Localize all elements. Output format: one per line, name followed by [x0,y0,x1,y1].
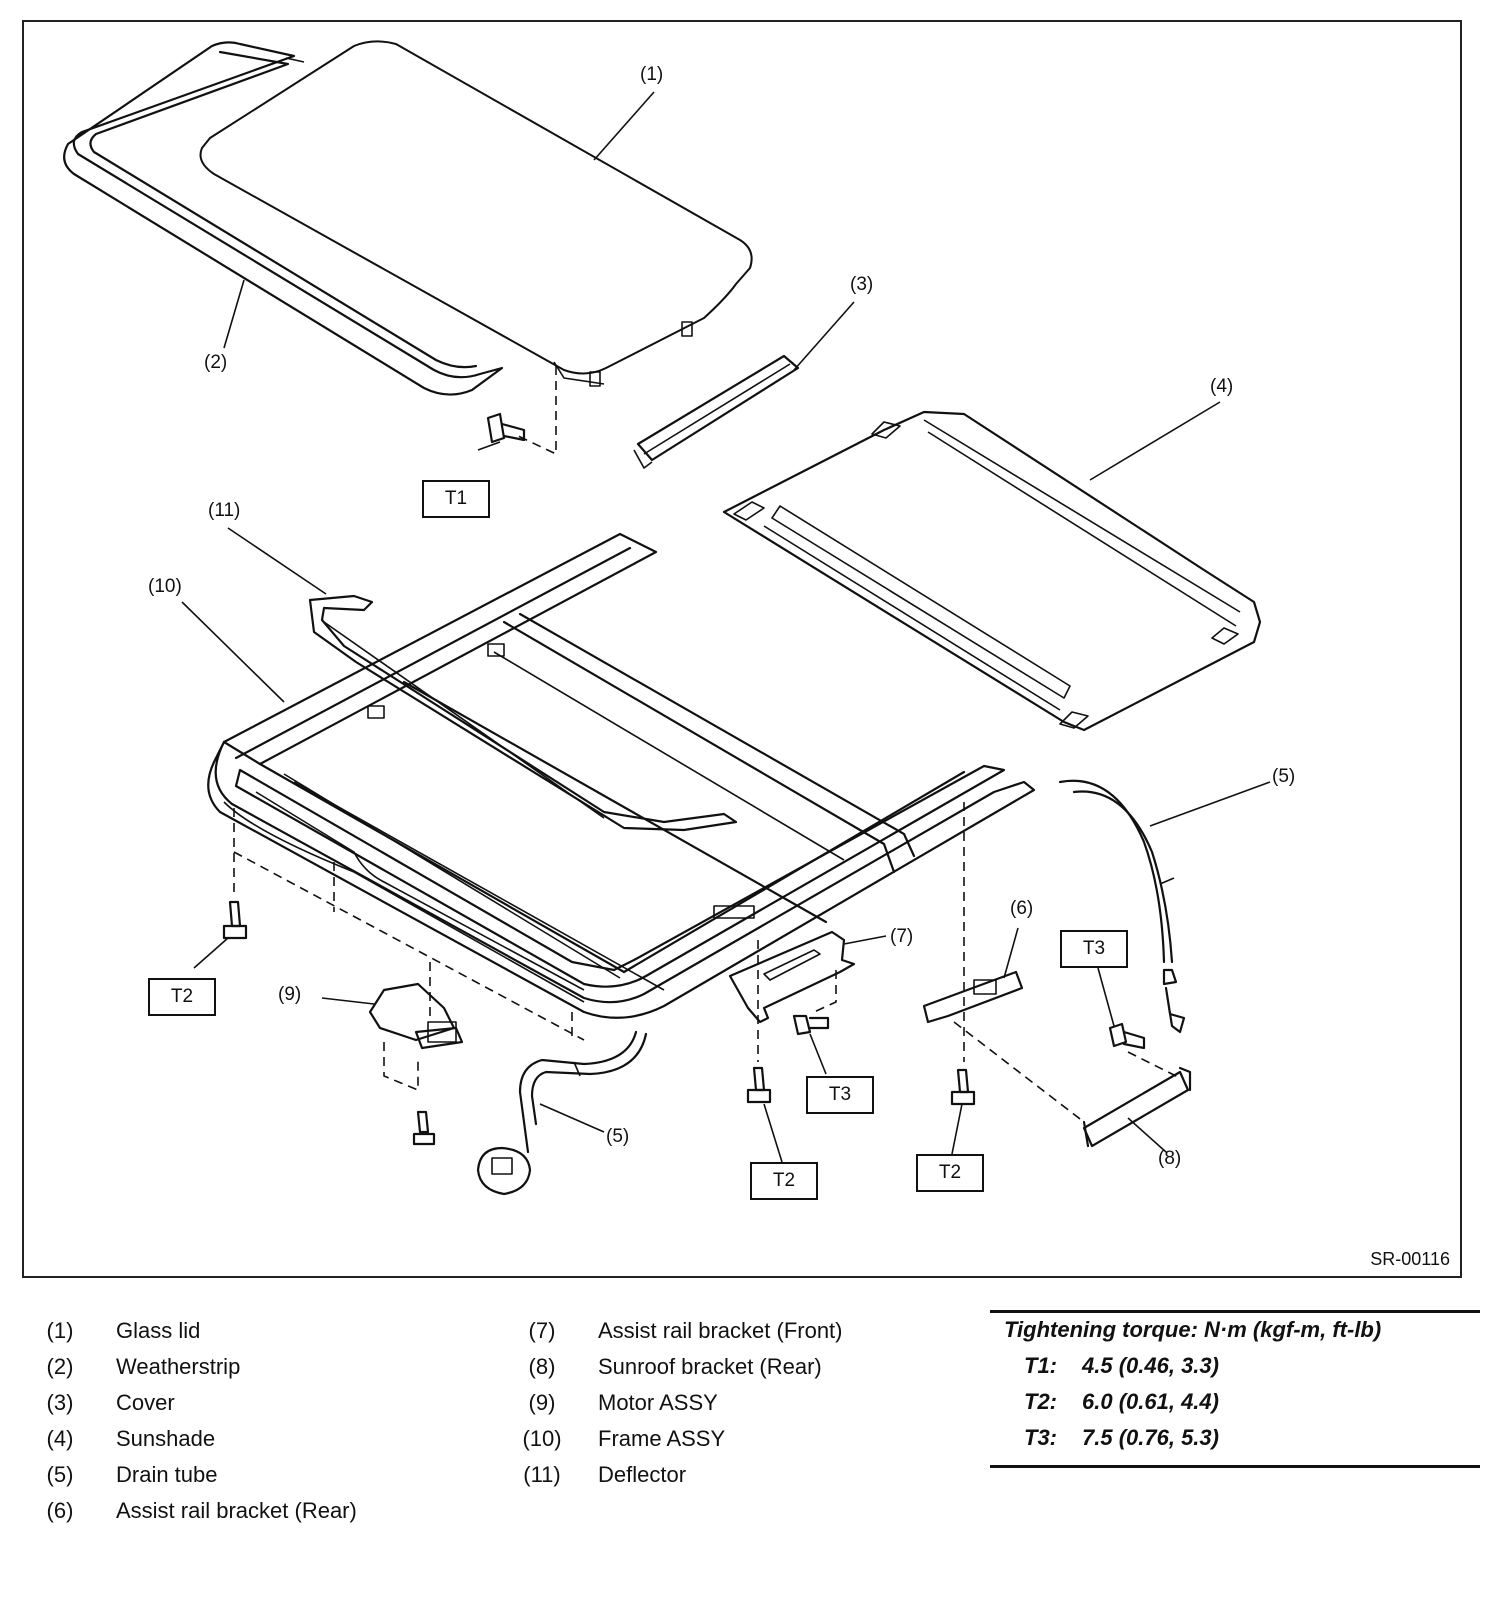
torque-box-t2-left: T2 [148,978,216,1016]
torque-row: T3:7.5 (0.76, 5.3) [1024,1425,1219,1450]
drain-tube-lower [476,1030,648,1196]
assist-rail-bracket-rear [922,970,1024,1024]
callout-8: (8) [1158,1148,1182,1169]
weatherstrip-part [63,41,504,396]
t1-bolt [486,412,526,444]
motor-assy-part [368,982,464,1050]
callout-4: (4) [1210,376,1234,397]
callout-1: (1) [640,64,664,85]
glass-lid-part [199,40,753,387]
torque-row: T2:6.0 (0.61, 4.4) [1024,1389,1219,1414]
assist-rail-bracket-front [728,930,856,1024]
deflector-part [308,594,738,832]
callout-9: (9) [278,984,302,1005]
callout-5-upper: (5) [1272,766,1296,787]
sunroof-bracket-rear [1082,1066,1192,1148]
torque-box-t3-right: T3 [1060,930,1128,968]
sunroof-drawing [63,40,1271,1196]
torque-box-t1: T1 [422,480,490,518]
sunshade-part [722,410,1262,732]
callout-11: (11) [208,500,241,521]
t2-bolt-mid [746,1066,772,1104]
figure-id: SR-00116 [1370,1249,1450,1269]
callout-3: (3) [850,274,874,295]
t2-bolt-right [950,1068,976,1106]
t3-bolt-rear [1108,1022,1146,1050]
callout-6: (6) [1010,898,1034,919]
callout-5-lower: (5) [606,1126,630,1147]
torque-table: Tightening torque: N·m (kgf-m, ft-lb) T1… [990,1310,1480,1468]
motor-bolt [412,1110,436,1146]
t3-bolt-front [792,1014,830,1036]
callout-10: (10) [148,576,182,597]
callout-7: (7) [890,926,914,947]
torque-box-t3-mid: T3 [806,1076,874,1114]
torque-box-t2-mid: T2 [750,1162,818,1200]
frame-assy-part [207,532,1036,1019]
torque-box-t2-right: T2 [916,1154,984,1192]
t2-bolt-left [222,900,248,940]
callout-2: (2) [204,352,228,373]
torque-row: T1:4.5 (0.46, 3.3) [1024,1353,1219,1378]
exploded-diagram: (1) (2) (3) (4) (5) (5) (6) (7) (8) (9) … [22,20,1462,1278]
cover-part [633,354,800,469]
parts-legend: (1)Glass lid (2)Weatherstrip (3)Cover (4… [46,1318,843,1523]
drain-tube-upper [1058,779,1186,1034]
torque-table-title: Tightening torque: N·m (kgf-m, ft-lb) [1004,1317,1382,1342]
